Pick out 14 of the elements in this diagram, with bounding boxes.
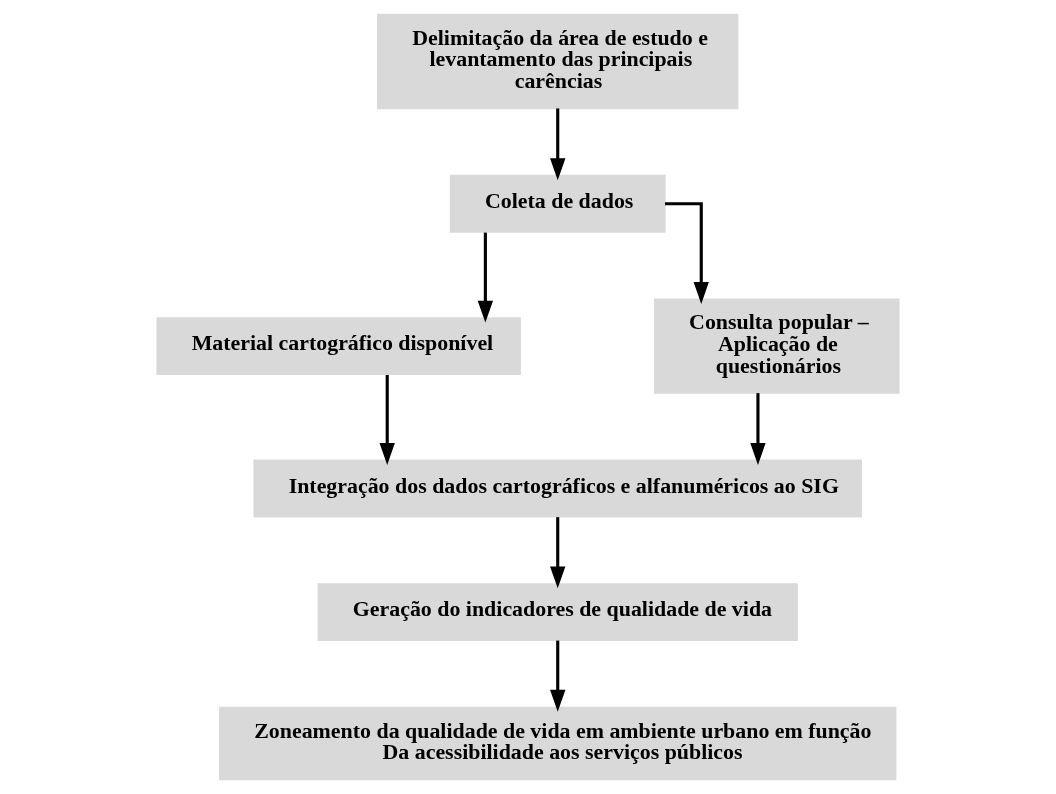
node-box: Geração do indicadores de qualidade de vida	[317, 583, 798, 642]
node-box: Coleta de dados	[449, 174, 666, 233]
arrow	[550, 517, 566, 589]
arrow	[550, 640, 566, 712]
arrow	[750, 393, 766, 465]
arrow	[477, 232, 494, 323]
node-box: Delimitação da área de estudo e levantamento das principais carências	[377, 13, 739, 110]
node-box: Material cartográfico disponível	[156, 317, 521, 376]
node-box: Integração dos dados cartográficos e alfanuméricos ao SIG	[253, 459, 862, 518]
arrow	[550, 108, 566, 181]
node-box: Zoneamento da qualidade de vida em ambiente urbano em função Da acessibilidade aos serviços públicos	[219, 706, 897, 781]
arrow	[665, 202, 709, 304]
node-box: Consulta popular – Aplicação de questionários	[653, 298, 900, 394]
arrow	[379, 374, 395, 465]
